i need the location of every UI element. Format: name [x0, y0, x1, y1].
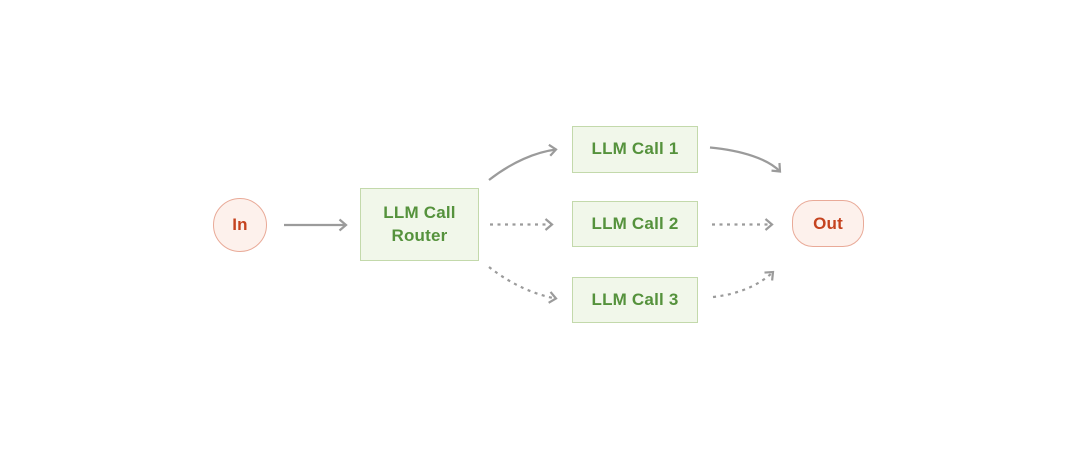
- node-llm-call-2: LLM Call 2: [572, 201, 698, 247]
- node-llm-call-3: LLM Call 3: [572, 277, 698, 323]
- edge-router-to-call3: [488, 266, 558, 304]
- edge-call1-to-out: [709, 146, 782, 173]
- node-in: In: [213, 198, 267, 252]
- node-llm-call-2-label: LLM Call 2: [591, 213, 679, 233]
- node-llm-call-1-label: LLM Call 1: [591, 139, 679, 159]
- node-llm-call-router: LLM Call Router: [360, 188, 479, 261]
- node-out: Out: [792, 200, 864, 247]
- node-in-label: In: [232, 215, 248, 234]
- node-llm-call-router-label: LLM Call Router: [383, 202, 456, 245]
- node-out-label: Out: [813, 213, 843, 233]
- node-llm-call-1: LLM Call 1: [572, 126, 698, 173]
- edge-router-to-call1: [488, 143, 558, 181]
- node-llm-call-3-label: LLM Call 3: [591, 289, 679, 309]
- edge-call3-to-out: [712, 270, 775, 299]
